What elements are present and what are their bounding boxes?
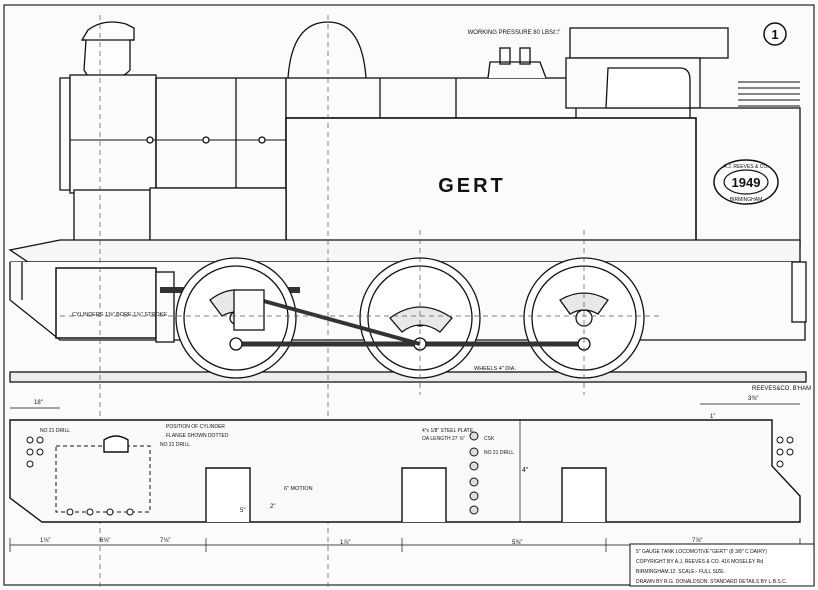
title-line-4: DRAWN BY R.G. DONALDSON. STANDARD DETAIL… bbox=[636, 579, 787, 585]
flange-dotted-label: FLANGE SHOWN DOTTED bbox=[166, 433, 229, 439]
dim-d7: 5⅜" bbox=[512, 540, 522, 546]
plate-number: 1949 bbox=[732, 175, 761, 190]
drill-label-a: NO 21 DRILL bbox=[40, 428, 70, 434]
working-pressure-note: WORKING PRESSURE 80 LBS/□" bbox=[468, 30, 561, 36]
title-line-2: COPYRIGHT BY A.J. REEVES & CO. 416 MOSEL… bbox=[636, 559, 763, 565]
reeves-label: REEVES&CO. B'HAM bbox=[752, 386, 811, 392]
dim-d5: 7⅛" bbox=[160, 538, 170, 544]
steel-plate-label: 4"x 1/8" STEEL PLATE bbox=[422, 428, 474, 434]
dim-d3: 5" bbox=[240, 508, 245, 514]
works-plate: 1949 A.J. REEVES & CO. BIRMINGHAM bbox=[713, 159, 779, 205]
cylinders-label: CYLINDERS 1⅜" BORE 1⅞" STROKE bbox=[72, 312, 167, 318]
dim-d8: 7⅞" bbox=[692, 538, 702, 544]
drill-label-b: NO 21 DRILL bbox=[160, 442, 190, 448]
sheet-number-badge: 1 bbox=[763, 22, 787, 46]
dim-d6: 1⅞" bbox=[340, 540, 350, 546]
loco-name: GERT bbox=[438, 175, 506, 197]
dim-d2: 1" bbox=[710, 414, 715, 420]
dim-d10: 3⅜" bbox=[748, 396, 758, 402]
csk-label: CSK bbox=[484, 436, 495, 442]
plate-top-text: A.J. REEVES & CO. bbox=[723, 164, 768, 170]
dim-d4: 6⅛" bbox=[100, 538, 110, 544]
wheels-label: WHEELS 4" DIA. bbox=[474, 366, 516, 372]
position-cylinder-label: POSITION OF CYLINDER bbox=[166, 424, 225, 430]
title-block: 5" GAUGE TANK LOCOMOTIVE "GERT" (8 3/8" … bbox=[629, 543, 815, 587]
sheet-number: 1 bbox=[771, 27, 778, 42]
title-line-3: BIRMINGHAM.12. SCALE:- FULL SIZE. bbox=[636, 569, 725, 575]
motion-label: 6" MOTION bbox=[284, 486, 313, 492]
length-label: OA LENGTH 27 ⅞" bbox=[422, 436, 465, 442]
dim-4: 4" bbox=[522, 467, 529, 474]
frame-plate-outline bbox=[9, 403, 801, 552]
dim-d1: 18" bbox=[34, 400, 43, 406]
drill-label-c: NO 21 DRILL bbox=[484, 450, 514, 456]
plate-bottom-text: BIRMINGHAM bbox=[730, 197, 763, 203]
dim-d9: 1⅛" bbox=[40, 538, 50, 544]
title-line-1: 5" GAUGE TANK LOCOMOTIVE "GERT" (8 3/8" … bbox=[636, 549, 767, 555]
dim-2: 2" bbox=[270, 504, 275, 510]
